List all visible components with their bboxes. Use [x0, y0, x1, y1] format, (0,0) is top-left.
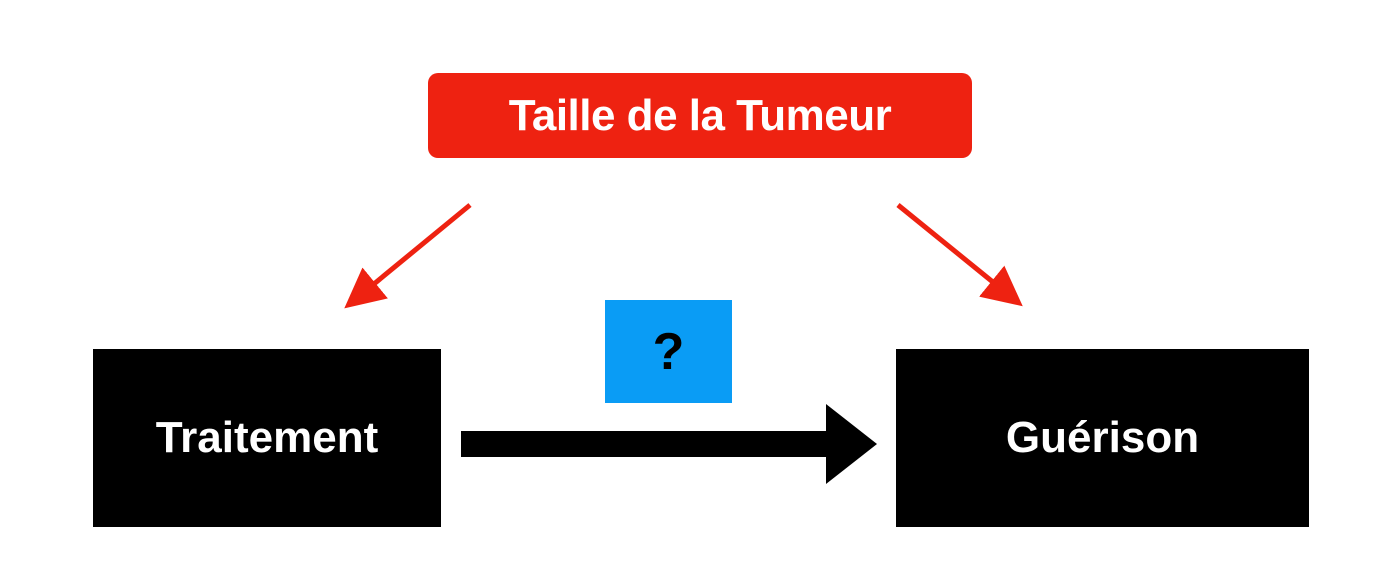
treatment-label: Traitement: [155, 413, 379, 462]
unknown-effect-box: ?: [605, 300, 732, 403]
arrow-confounder-to-outcome: [896, 203, 1023, 307]
confounder-label: Taille de la Tumeur: [508, 90, 892, 140]
outcome-node: Guérison: [896, 349, 1309, 527]
arrow-treatment-to-outcome: [461, 404, 877, 484]
treatment-node: Traitement: [93, 349, 441, 527]
outcome-label: Guérison: [1005, 413, 1200, 462]
confounder-node: Taille de la Tumeur: [428, 73, 972, 158]
question-mark-label: ?: [652, 322, 685, 381]
arrow-confounder-to-treatment: [344, 203, 472, 309]
